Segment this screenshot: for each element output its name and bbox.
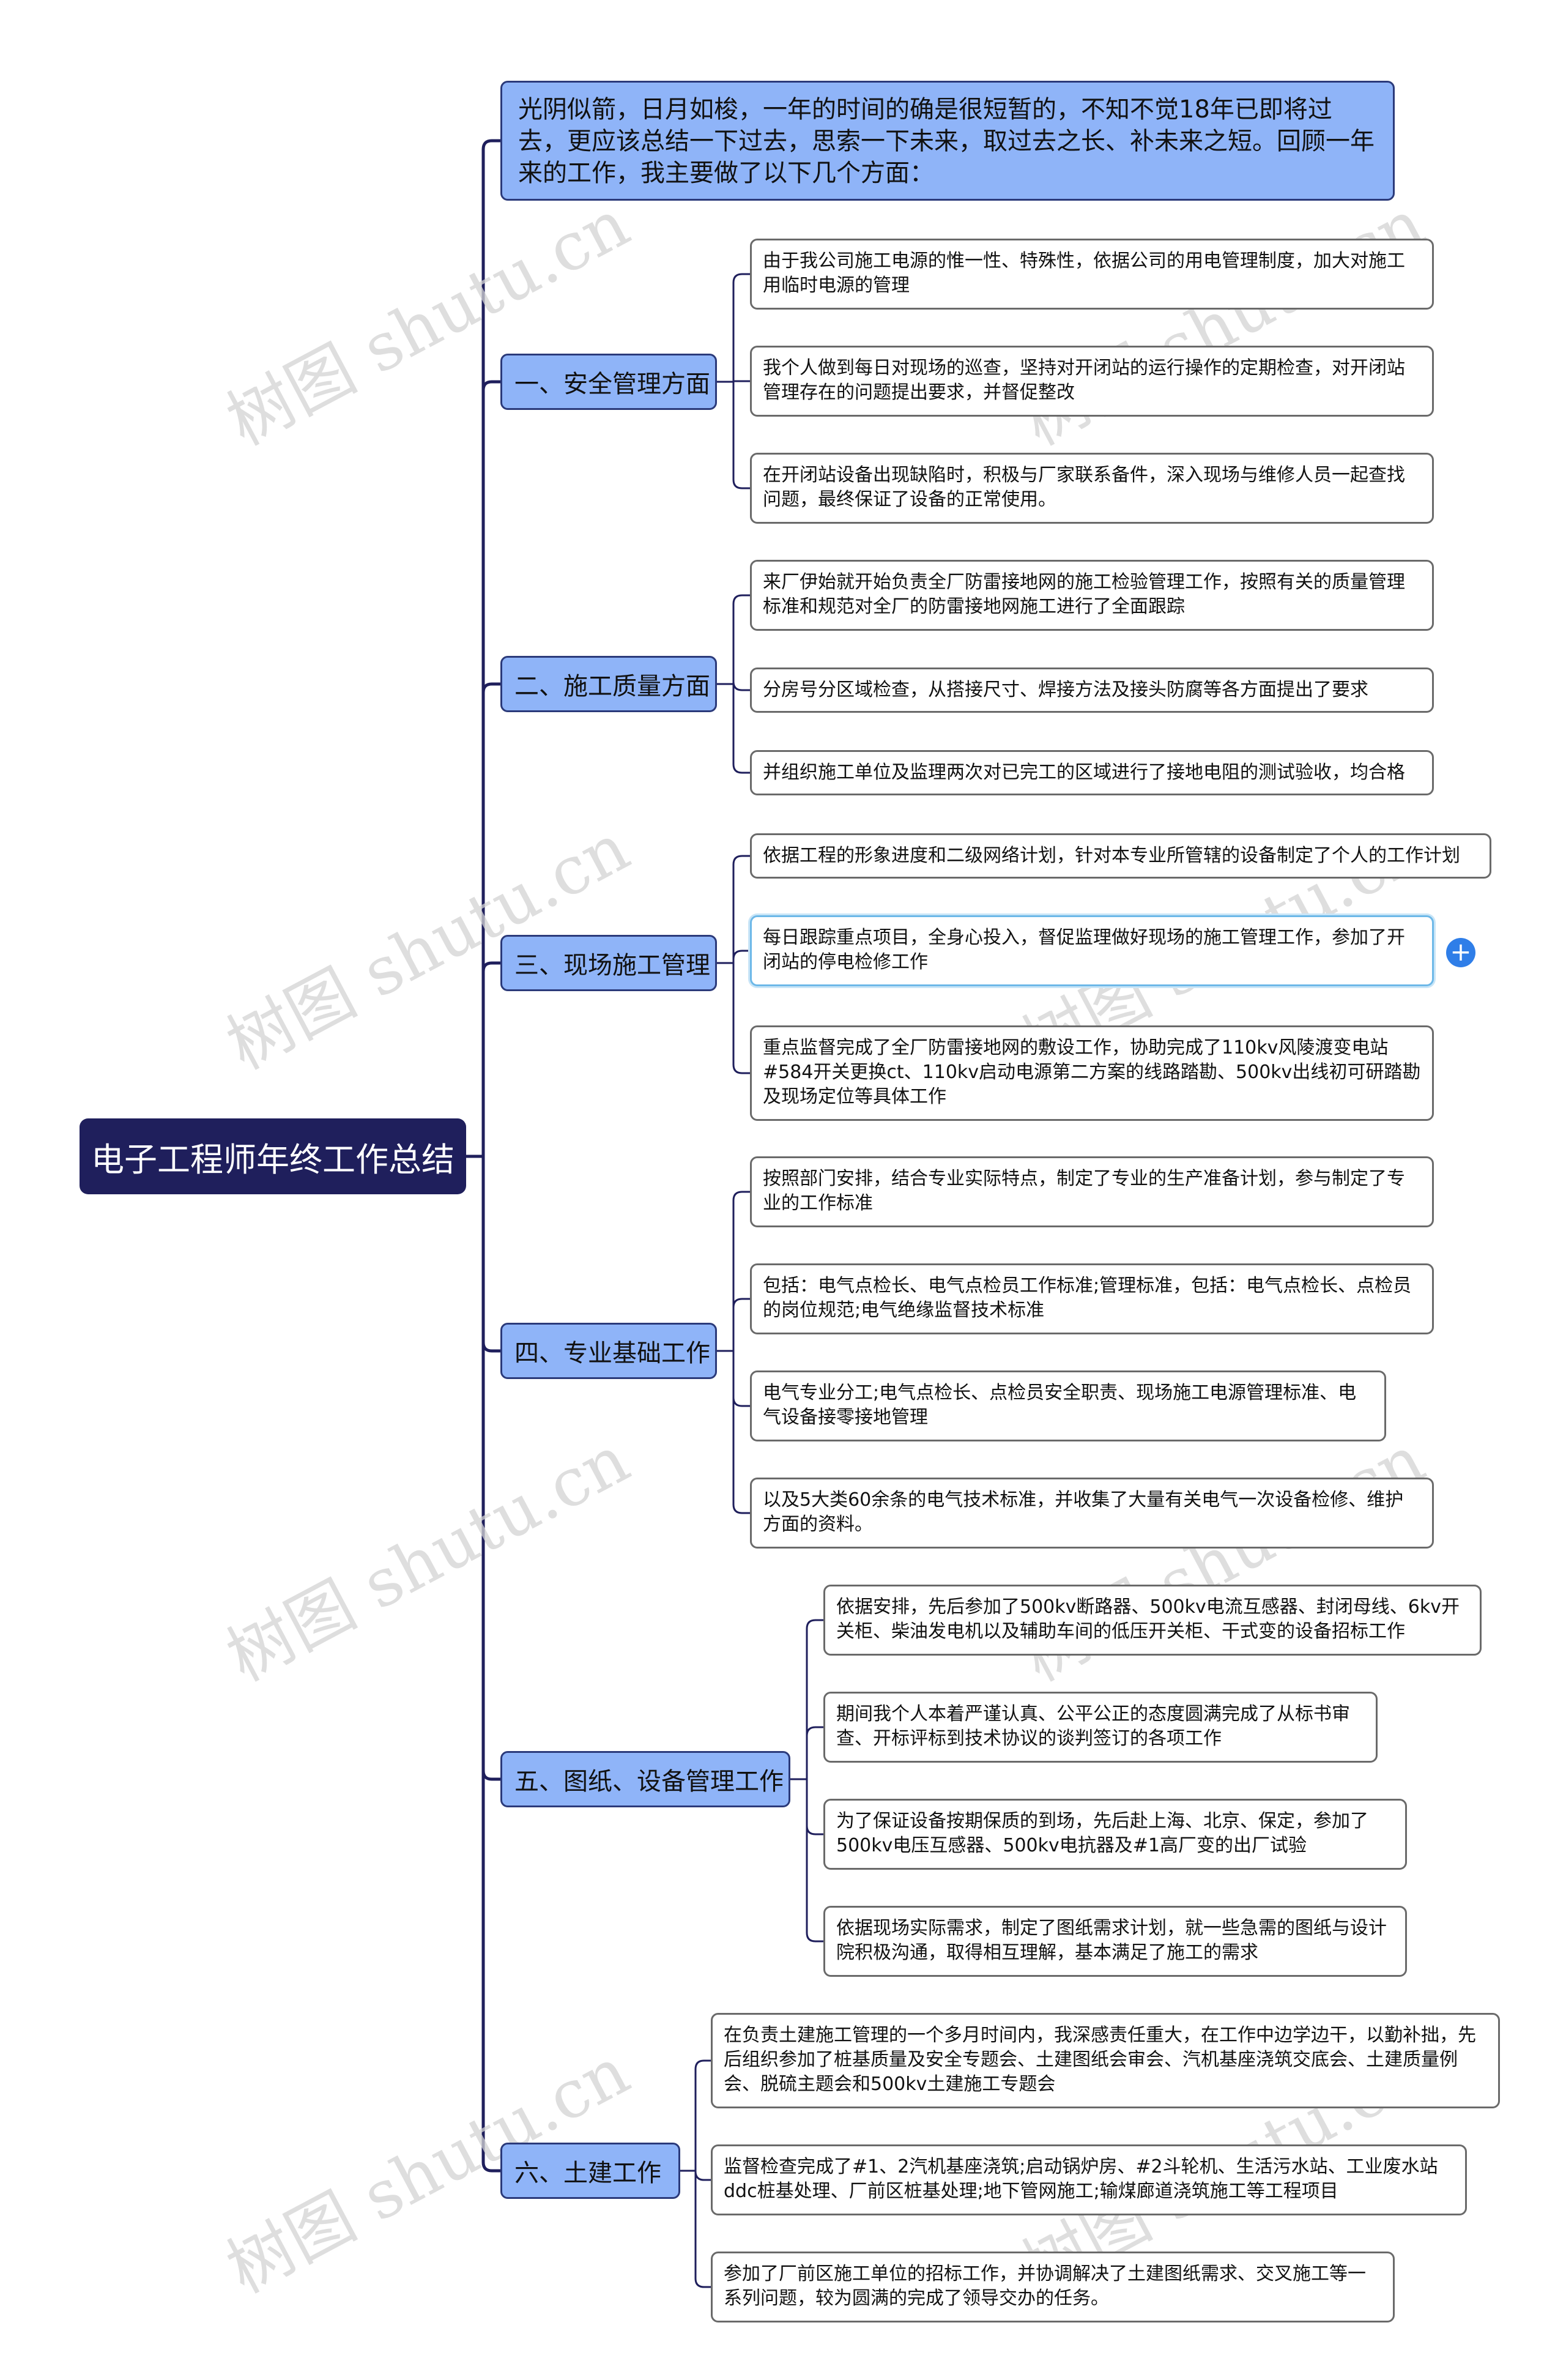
root-topic[interactable]: 电子工程师年终工作总结 <box>80 1118 466 1194</box>
connector-line <box>732 1298 750 1308</box>
connector-line <box>732 1397 750 1407</box>
connector-line <box>806 1619 823 1629</box>
connector-line <box>806 1726 823 1736</box>
branch-professional-basic-work[interactable]: 四、专业基础工作 <box>500 1323 717 1379</box>
leaf-item[interactable]: 依据现场实际需求，制定了图纸需求计划，就一些急需的图纸与设计院积极沟通，取得相互… <box>823 1906 1407 1977</box>
connector-line <box>481 682 500 693</box>
branch-construction-quality[interactable]: 二、施工质量方面 <box>500 656 717 712</box>
connector-line <box>481 139 500 150</box>
leaf-item-selected[interactable]: 每日跟踪重点项目，全身心投入，督促监理做好现场的施工管理工作，参加了开闭站的停电… <box>750 915 1434 986</box>
connector-line <box>732 594 750 604</box>
leaf-item[interactable]: 来厂伊始就开始负责全厂防雷接地网的施工检验管理工作，按照有关的质量管理标准和规范… <box>750 560 1434 631</box>
leaf-item[interactable]: 期间我个人本着严谨认真、公平公正的态度圆满完成了从标书审查、开标评标到技术协议的… <box>823 1692 1378 1763</box>
leaf-item[interactable]: 监督检查完成了#1、2汽机基座浇筑;启动锅炉房、#2斗轮机、生活污水站、工业废水… <box>711 2144 1467 2215</box>
connector-line <box>481 1342 500 1353</box>
connector-line <box>732 764 750 774</box>
leaf-item[interactable]: 在负责土建施工管理的一个多月时间内，我深感责任重大，在工作中边学边干，以勤补拙，… <box>711 2013 1500 2108</box>
connector-line <box>806 1825 823 1835</box>
connector-line <box>481 380 500 391</box>
leaf-item[interactable]: 按照部门安排，结合专业实际特点，制定了专业的生产准备计划，参与制定了专业的工作标… <box>750 1156 1434 1227</box>
branch-drawing-equipment-management[interactable]: 五、图纸、设备管理工作 <box>500 1751 790 1807</box>
leaf-item[interactable]: 我个人做到每日对现场的巡查，坚持对开闭站的运行操作的定期检查，对开闭站管理存在的… <box>750 346 1434 417</box>
connector-line <box>806 1932 823 1943</box>
leaf-item[interactable]: 重点监督完成了全厂防雷接地网的敷设工作，协助完成了110kv风陵渡变电站#584… <box>750 1025 1434 1121</box>
leaf-item[interactable]: 依据工程的形象进度和二级网络计划，针对本专业所管辖的设备制定了个人的工作计划 <box>750 833 1491 879</box>
intro-topic[interactable]: 光阴似箭，日月如梭，一年的时间的确是很短暂的，不知不觉18年已即将过去，更应该总… <box>500 81 1395 201</box>
connector-line <box>732 479 750 489</box>
branch-civil-works[interactable]: 六、土建工作 <box>500 2143 680 2199</box>
leaf-item[interactable]: 由于我公司施工电源的惟一性、特殊性，依据公司的用电管理制度，加大对施工用临时电源… <box>750 239 1434 310</box>
branch-site-construction-management[interactable]: 三、现场施工管理 <box>500 935 717 991</box>
connector-line <box>481 1770 500 1781</box>
branch-safety-management[interactable]: 一、安全管理方面 <box>500 354 717 410</box>
connector-line <box>481 2162 500 2173</box>
connector-line <box>732 273 750 283</box>
connector-line <box>694 2278 711 2288</box>
leaf-item[interactable]: 并组织施工单位及监理两次对已完工的区域进行了接地电阻的测试验收，均合格 <box>750 750 1434 795</box>
leaf-item[interactable]: 在开闭站设备出现缺陷时，积极与厂家联系备件，深入现场与维修人员一起查找问题，最终… <box>750 453 1434 524</box>
connector-line <box>481 961 500 972</box>
leaf-item[interactable]: 包括：电气点检长、电气点检员工作标准;管理标准，包括：电气点检长、点检员的岗位规… <box>750 1263 1434 1334</box>
expand-plus-icon[interactable]: + <box>1446 938 1475 967</box>
leaf-item[interactable]: 依据安排，先后参加了500kv断路器、500kv电流互感器、封闭母线、6kv开关… <box>823 1585 1482 1656</box>
connector-line <box>732 1191 750 1201</box>
leaf-item[interactable]: 以及5大类60余条的电气技术标准，并收集了大量有关电气一次设备检修、维护方面的资… <box>750 1478 1434 1549</box>
leaf-item[interactable]: 电气专业分工;电气点检长、点检员安全职责、现场施工电源管理标准、电气设备接零接地… <box>750 1370 1386 1441</box>
connector-line <box>694 2059 711 2070</box>
connector-line <box>732 855 750 865</box>
connector-line <box>732 1504 750 1514</box>
connector-line <box>732 1064 750 1074</box>
connector-line <box>694 2171 711 2181</box>
leaf-item[interactable]: 为了保证设备按期保质的到场，先后赴上海、北京、保定，参加了500kv电压互感器、… <box>823 1799 1407 1870</box>
connector-line <box>732 681 750 691</box>
leaf-item[interactable]: 参加了厂前区施工单位的招标工作，并协调解决了土建图纸需求、交叉施工等一系列问题，… <box>711 2252 1395 2322</box>
leaf-item[interactable]: 分房号分区域检查，从搭接尺寸、焊接方法及接头防腐等各方面提出了要求 <box>750 668 1434 713</box>
connector-line <box>732 950 750 960</box>
